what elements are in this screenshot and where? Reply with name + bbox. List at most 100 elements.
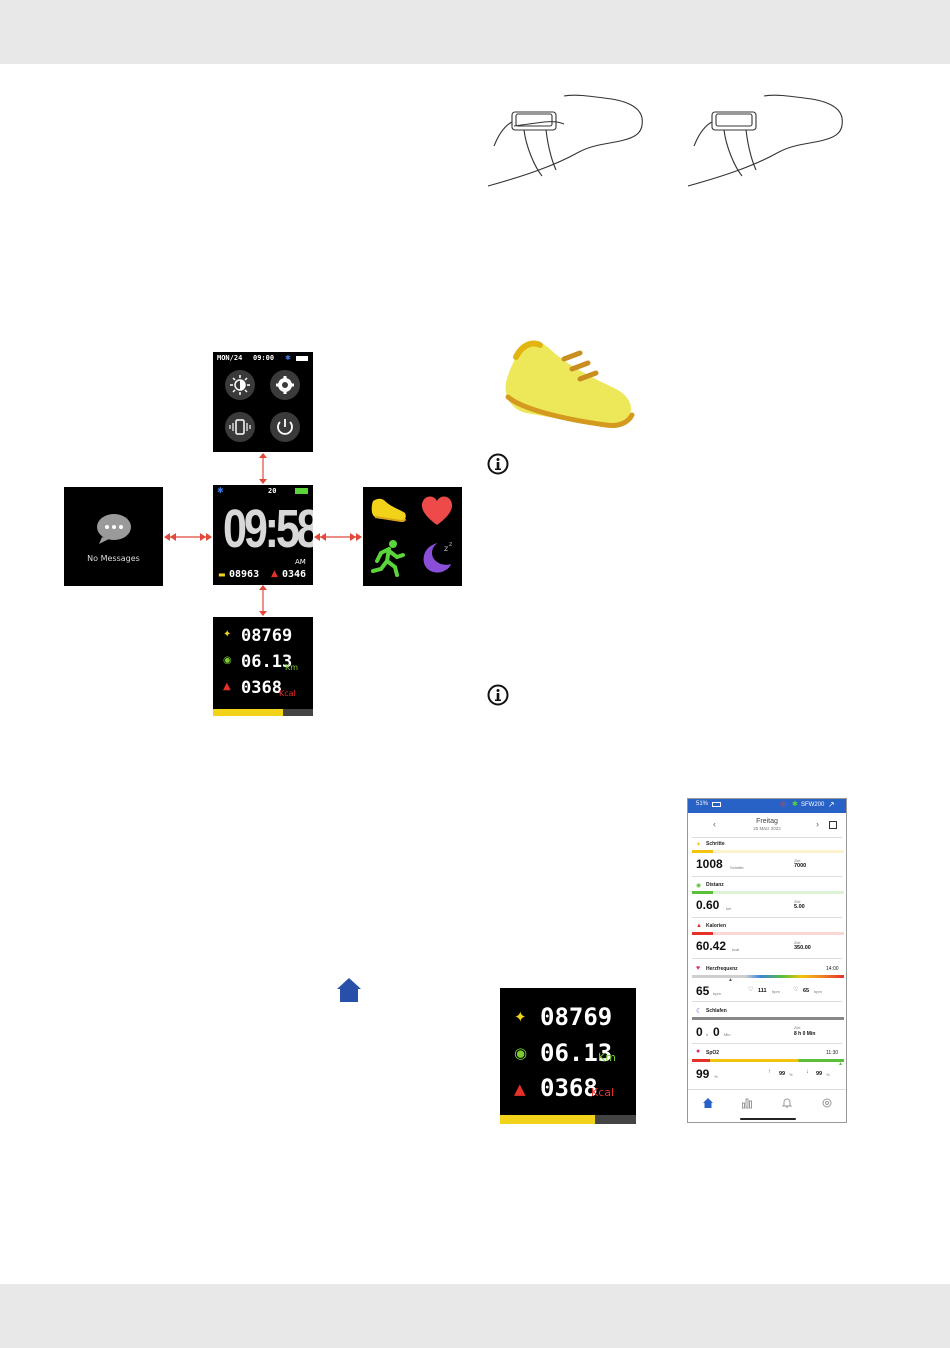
section-title: Schritte bbox=[706, 841, 725, 847]
sleep-goal-label: Ziel bbox=[794, 1025, 801, 1030]
section-unit: Schritte bbox=[730, 865, 744, 870]
app-battery: 51% bbox=[696, 801, 709, 807]
section-icon: ▲ bbox=[696, 923, 702, 929]
location-icon: ◉ bbox=[514, 1044, 528, 1062]
section-value: 60.42 bbox=[696, 939, 727, 953]
activity-calories: 0368 bbox=[241, 678, 282, 698]
battery-icon bbox=[295, 488, 308, 494]
heart-max: 111 bbox=[758, 988, 767, 994]
flame-icon: ▲ bbox=[271, 569, 278, 579]
section-value: 1008 bbox=[696, 857, 723, 871]
section-bar-fill bbox=[692, 932, 714, 935]
section-goal: 5.00 bbox=[794, 904, 805, 910]
tab-home-icon[interactable] bbox=[702, 1097, 714, 1109]
activity-distance-large: 06.13 bbox=[540, 1039, 613, 1067]
sleep-title: Schlafen bbox=[706, 1008, 727, 1014]
divider bbox=[692, 1043, 842, 1044]
bluetooth-icon: ✱ bbox=[217, 486, 224, 495]
arrow-down-icon: ↓ bbox=[806, 1069, 809, 1075]
divider bbox=[688, 1089, 846, 1090]
main-steps: 08963 bbox=[229, 569, 260, 580]
sleep-bar bbox=[692, 1017, 844, 1020]
section-bar-track bbox=[692, 850, 844, 853]
heart-time: 14:00 bbox=[826, 966, 839, 972]
footprints-icon: ✦ bbox=[514, 1008, 527, 1026]
clock-minutes: 58 bbox=[275, 499, 313, 559]
settings-icon[interactable] bbox=[270, 370, 300, 400]
distance-unit-large: Km bbox=[598, 1051, 616, 1064]
spo2-title: SpO2 bbox=[706, 1050, 720, 1056]
section-icon: ◉ bbox=[696, 883, 702, 889]
marker-icon: ▲ bbox=[728, 977, 733, 983]
divider bbox=[692, 1001, 842, 1002]
home-icon bbox=[337, 978, 361, 1002]
section-bar-track bbox=[692, 932, 844, 935]
control-screen: MON/24 09:00 ✱ bbox=[213, 352, 313, 452]
heart-title: Herzfrequenz bbox=[706, 966, 738, 972]
messages-screen: No Messages bbox=[64, 487, 163, 586]
prev-day-icon[interactable]: ‹ bbox=[713, 819, 716, 829]
running-icon[interactable] bbox=[371, 539, 405, 577]
next-day-icon[interactable]: › bbox=[816, 819, 819, 829]
activity-screen-small: ✦ 08769 ◉ 06.13 Km ▲ 0368 Kcal bbox=[213, 617, 313, 716]
tab-notifications-icon[interactable] bbox=[781, 1097, 793, 1109]
control-date: MON/24 bbox=[217, 354, 243, 362]
power-icon[interactable] bbox=[270, 412, 300, 442]
arrow-up-down-bottom bbox=[259, 585, 267, 616]
app-device: SFW200 bbox=[801, 802, 825, 808]
activity-steps-large: 08769 bbox=[540, 1003, 613, 1031]
brightness-icon[interactable] bbox=[225, 370, 255, 400]
heart-zone-bar bbox=[692, 975, 844, 978]
section-goal: 350.00 bbox=[794, 945, 811, 951]
section-goal-label: Ziel bbox=[794, 940, 801, 945]
battery-icon bbox=[712, 802, 721, 807]
info-icon bbox=[487, 453, 509, 475]
section-bar-track bbox=[692, 891, 844, 894]
section-title: Kalorien bbox=[706, 923, 727, 929]
shoe-illustration bbox=[505, 340, 635, 428]
section-unit: kcal bbox=[732, 947, 740, 952]
share-icon[interactable]: ↗ bbox=[828, 800, 835, 809]
section-goal: 7000 bbox=[794, 863, 807, 869]
tab-settings-icon[interactable] bbox=[821, 1097, 833, 1109]
alarm-icon: ◎ bbox=[780, 801, 787, 808]
app-status-bar: 51% ◎ ✱ SFW200 ↗ bbox=[688, 799, 846, 813]
heart-section[interactable]: ♥ Herzfrequenz 14:00 ▲ 65 bpm ♡ 111 bpm … bbox=[688, 964, 846, 1004]
section-title: Distanz bbox=[706, 882, 724, 888]
marker-icon: ▲ bbox=[838, 1061, 843, 1067]
header-band bbox=[0, 0, 950, 64]
progress-fill-large bbox=[500, 1115, 596, 1124]
shoe-icon[interactable] bbox=[369, 493, 409, 527]
info-icon bbox=[487, 684, 509, 706]
spo2-icon: ● bbox=[696, 1048, 701, 1055]
vibration-icon[interactable] bbox=[225, 412, 255, 442]
spo2-bar bbox=[692, 1059, 844, 1062]
sleep-minutes: 0 bbox=[713, 1025, 720, 1039]
calendar-icon[interactable] bbox=[829, 821, 837, 829]
arrow-up-down-top bbox=[259, 453, 267, 484]
spo2-min-unit: % bbox=[826, 1072, 830, 1077]
sleep-section[interactable]: ☾ Schlafen 0 h 0 Min Ziel 8 h 0 Min bbox=[688, 1006, 846, 1046]
spo2-section[interactable]: ● SpO2 11:30 ▲ 99 % ↑ 99 % ↓ 99 % bbox=[688, 1048, 846, 1088]
activity-calories-large: 0368 bbox=[540, 1074, 598, 1102]
home-indicator bbox=[740, 1118, 796, 1120]
battery-icon bbox=[296, 356, 308, 361]
section-value: 0.60 bbox=[696, 898, 720, 912]
arrow-left-right-right bbox=[314, 533, 362, 541]
heart-icon[interactable] bbox=[419, 493, 455, 527]
divider bbox=[692, 837, 842, 838]
heart-min-icon: ♡ bbox=[793, 987, 799, 993]
heart-unit: bpm bbox=[713, 991, 721, 996]
ampm-label: AM bbox=[295, 558, 306, 566]
tab-stats-icon[interactable] bbox=[741, 1097, 753, 1109]
control-time: 09:00 bbox=[253, 354, 275, 362]
sleep-icon[interactable]: z z bbox=[418, 539, 456, 577]
activity-screen-large: ✦ 08769 ◉ 06.13 Km ▲ 0368 Kcal bbox=[500, 988, 636, 1124]
divider bbox=[692, 958, 842, 959]
heart-value: 65 bbox=[696, 984, 710, 998]
progress-track bbox=[213, 709, 313, 716]
sleep-min: Min bbox=[724, 1032, 731, 1037]
